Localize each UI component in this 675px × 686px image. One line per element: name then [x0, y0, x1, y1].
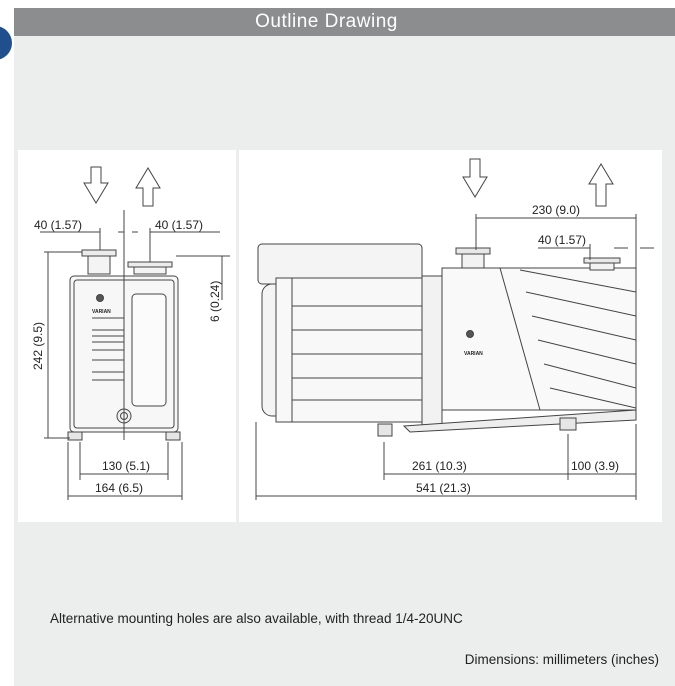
front-brand-logo: VARIAN [92, 309, 111, 315]
side-mount-span-dimension: 261 (10.3) [412, 459, 467, 473]
side-inlet-arrow-icon [462, 158, 488, 198]
side-tab-marker [0, 26, 12, 60]
side-foot-offset-dimension: 100 (3.9) [571, 459, 619, 473]
outlet-arrow-icon [135, 167, 161, 207]
front-port-right-dimension: 40 (1.57) [155, 218, 203, 232]
front-height-dimension: 242 (9.5) [31, 322, 45, 370]
side-port-spacing-dimension: 230 (9.0) [532, 203, 580, 217]
front-port-left-dimension: 40 (1.57) [34, 218, 82, 232]
side-port-size-dimension: 40 (1.57) [538, 233, 586, 247]
side-view-pump [257, 243, 637, 437]
inlet-arrow-icon [83, 166, 109, 204]
section-title: Outline Drawing [255, 11, 398, 32]
side-brand-logo: VARIAN [464, 351, 483, 357]
side-outlet-arrow-icon [588, 163, 614, 207]
side-length-dimension: 541 (21.3) [416, 481, 471, 495]
front-port-offset-dimension: 6 (0.24) [208, 281, 222, 322]
mounting-note: Alternative mounting holes are also avai… [50, 611, 463, 626]
units-note: Dimensions: millimeters (inches) [464, 652, 659, 667]
section-header: Outline Drawing [14, 8, 675, 36]
front-feet-span-dimension: 130 (5.1) [102, 459, 150, 473]
front-width-dimension: 164 (6.5) [95, 481, 143, 495]
